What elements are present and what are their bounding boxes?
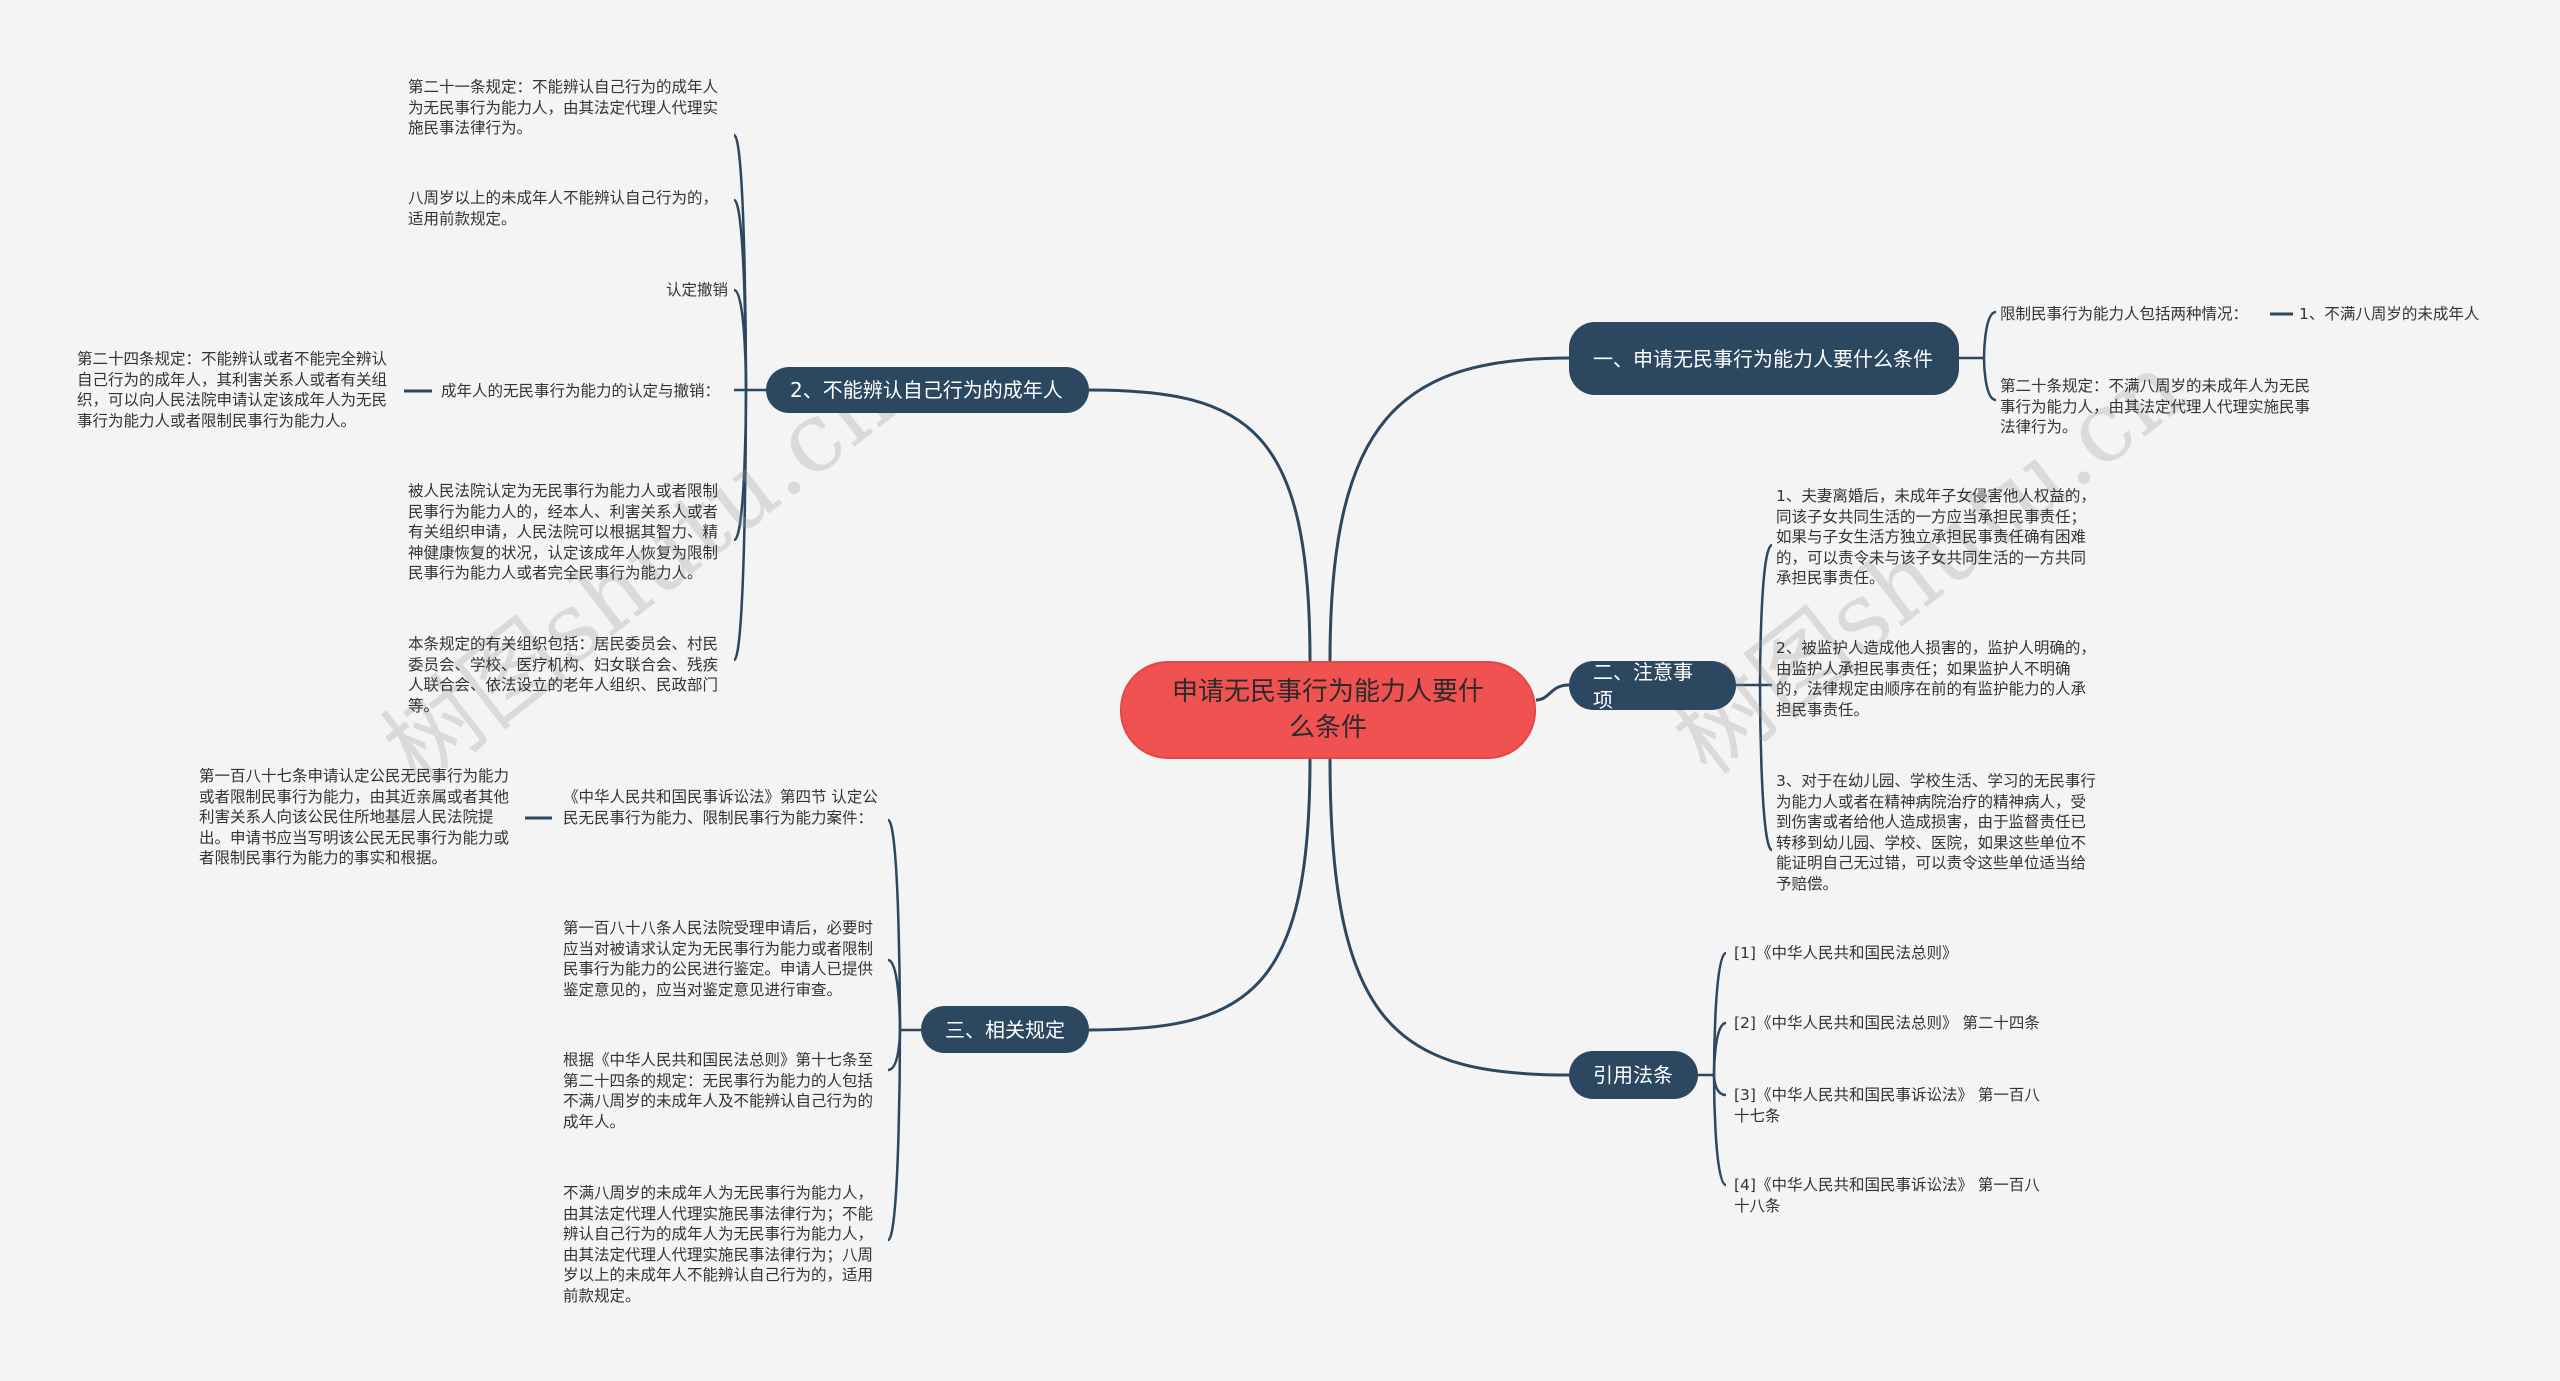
connector-line [1088,758,1312,1032]
connector-line [1088,388,1312,662]
leaf-text: 第二十一条规定：不能辨认自己行为的成年人为无民事行为能力人，由其法定代理人代理实… [408,78,719,137]
connector-line [1712,1021,1727,1076]
connector-line [1535,683,1570,702]
connector-line [1982,310,1997,359]
connector-line [1328,356,1570,662]
leaf-text: 第一百八十八条人民法院受理申请后，必要时应当对被请求认定为无民事行为能力或者限制… [563,919,874,999]
connector-line [1712,1074,1728,1187]
leaf-text: 八周岁以上的未成年人不能辨认自己行为的，适用前款规定。 [408,189,719,228]
leaf-text: 《中华人民共和国民事诉讼法》第四节 认定公民无民事行为能力、限制民事行为能力案件… [563,788,878,827]
topic-cited-laws[interactable]: 引用法条 [1569,1051,1698,1099]
leaf-text: 被人民法院认定为无民事行为能力人或者限制民事行为能力人的，经本人、利害关系人或者… [408,482,719,582]
leaf-text: 成年人的无民事行为能力的认定与撤销： [441,382,721,400]
leaf-text: 1、不满八周岁的未成年人 [2299,305,2480,323]
leaf-text: 1、夫妻离婚后，未成年子女侵害他人权益的，同该子女共同生活的一方应当承担民事责任… [1776,487,2096,587]
leaf-text: 3、对于在幼儿园、学校生活、学习的无民事行为能力人或者在精神病院治疗的精神病人，… [1776,772,2096,893]
connector-line [732,288,748,391]
connector-line [887,958,902,1031]
leaf-text: 不满八周岁的未成年人为无民事行为能力人，由其法定代理人代理实施民事法律行为；不能… [563,1184,874,1305]
reference-item: [1]《中华人民共和国民法总则》 [1734,944,1958,962]
connector-line [1712,1074,1727,1097]
leaf-text: 第二十条规定：不满八周岁的未成年人为无民事行为能力人，由其法定代理人代理实施民事… [2000,377,2311,436]
central-topic[interactable]: 申请无民事行为能力人要什么条件 [1120,661,1536,759]
reference-item: [4]《中华人民共和国民事诉讼法》 第一百八十八条 [1734,1176,2040,1215]
topic-notes[interactable]: 二、注意事项 [1569,660,1736,712]
connector-line [1758,543,1774,686]
leaf-text: 根据《中华人民共和国民法总则》第十七条至第二十四条的规定：无民事行为能力的人包括… [563,1051,874,1131]
leaf-text: 第一百八十七条申请认定公民无民事行为能力或者限制民事行为能力，由其近亲属或者其他… [199,767,510,867]
reference-item: [3]《中华人民共和国民事诉讼法》 第一百八十七条 [1734,1086,2040,1125]
topic-application-conditions[interactable]: 一、申请无民事行为能力人要什么条件 [1569,322,1959,395]
reference-item: [2]《中华人民共和国民法总则》 第二十四条 [1734,1014,2040,1032]
topic-related-rules[interactable]: 三、相关规定 [921,1006,1089,1053]
leaf-text: 本条规定的有关组织包括：居民委员会、村民委员会、学校、医疗机构、妇女联合会、残疾… [408,635,719,715]
leaf-text: 第二十四条规定：不能辨认或者不能完全辨认自己行为的成年人，其利害关系人或者有关组… [77,350,388,430]
leaf-text: 限制民事行为能力人包括两种情况： [2000,305,2249,323]
leaf-text: 2、被监护人造成他人损害的，监护人明确的，由监护人承担民事责任；如果监护人不明确… [1776,639,2096,719]
connector-line [1758,684,1774,852]
leaf-text: 认定撤销 [665,281,728,299]
connector-line [1328,758,1570,1077]
topic-incapable-adults[interactable]: 2、不能辨认自己行为的成年人 [766,367,1089,413]
connector-line [732,389,748,662]
connector-line [1982,357,1997,402]
connector-line [887,1029,902,1072]
connector-line [886,1029,902,1242]
